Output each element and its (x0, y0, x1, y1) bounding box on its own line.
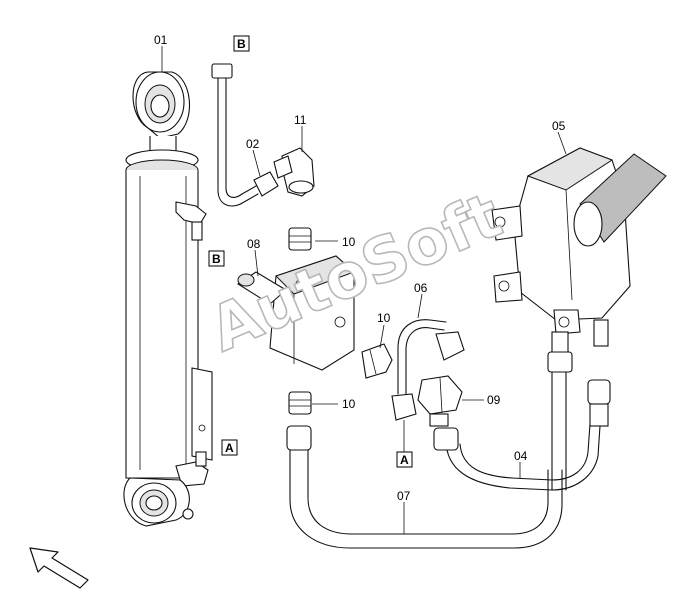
part-label-04: 04 (514, 449, 528, 463)
adapter-10-top (288, 227, 312, 251)
hose-07 (286, 425, 563, 549)
connection-marker-a-cylinder: A (221, 439, 238, 456)
part-label-05: 05 (552, 119, 566, 133)
part-label-10-bottom: 10 (342, 397, 356, 411)
pipe-02 (211, 63, 279, 207)
leader-lines (161, 46, 567, 534)
part-label-02: 02 (246, 137, 260, 151)
part-label-09: 09 (487, 393, 501, 407)
part-label-10-top: 10 (342, 235, 356, 249)
marker-b-cylinder-label: B (212, 252, 221, 266)
adapter-10-side (361, 343, 393, 379)
watermark: AutoSoft (199, 178, 511, 366)
marker-b-top-label: B (237, 37, 246, 51)
arrow-up-left-icon (29, 547, 89, 589)
part-label-11: 11 (294, 113, 307, 127)
marker-a-pipe-label: A (400, 453, 409, 467)
hose-04 (433, 371, 611, 491)
valve-block-08 (236, 255, 355, 371)
part-label-10-side: 10 (377, 311, 391, 325)
part-label-01: 01 (154, 33, 168, 47)
hydraulic-cylinder (123, 71, 213, 527)
connection-marker-b-cylinder: B (208, 250, 225, 267)
part-label-06: 06 (414, 281, 428, 295)
tee-fitting-09 (417, 375, 463, 427)
elbow-fitting-11 (273, 147, 315, 197)
part-label-07: 07 (397, 489, 411, 503)
connection-marker-a-pipe: A (396, 451, 413, 468)
adapter-10-bottom (288, 391, 312, 415)
marker-a-cylinder-label: A (225, 441, 234, 455)
pipe-06 (391, 319, 465, 421)
part-label-08: 08 (247, 237, 261, 251)
connection-marker-b-top: B (233, 35, 250, 52)
hand-pump-05 (491, 147, 667, 373)
